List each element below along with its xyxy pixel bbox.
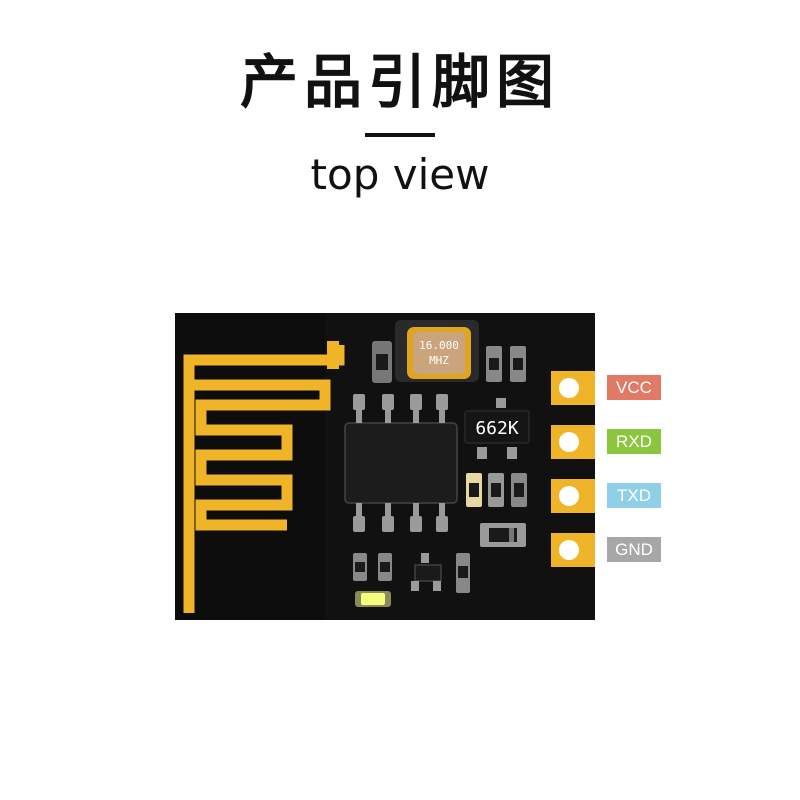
pin-label-vcc: VCC <box>607 375 661 400</box>
crystal-body <box>413 332 465 374</box>
crystal-frequency: 16.000 <box>419 339 459 352</box>
regulator-marking: 662K <box>475 418 519 439</box>
title-divider <box>365 133 435 137</box>
ic-top-pins <box>353 394 448 423</box>
main-ic <box>344 422 458 504</box>
transistor <box>414 564 442 582</box>
regulator-pad-top <box>496 398 506 408</box>
pin-label-txd: TXD <box>607 483 661 508</box>
crystal-unit: MHZ <box>429 354 449 367</box>
page-subtitle: top view <box>310 150 490 199</box>
regulator-body <box>464 410 530 444</box>
pin-label-gnd: GND <box>607 537 661 562</box>
pcb-module: 16.000 MHZ 662K <box>175 313 595 620</box>
castellated-pins <box>551 371 595 567</box>
ic-bottom-pins <box>353 503 448 532</box>
pin-label-rxd: RXD <box>607 429 661 454</box>
page-title: 产品引脚图 <box>239 48 560 116</box>
